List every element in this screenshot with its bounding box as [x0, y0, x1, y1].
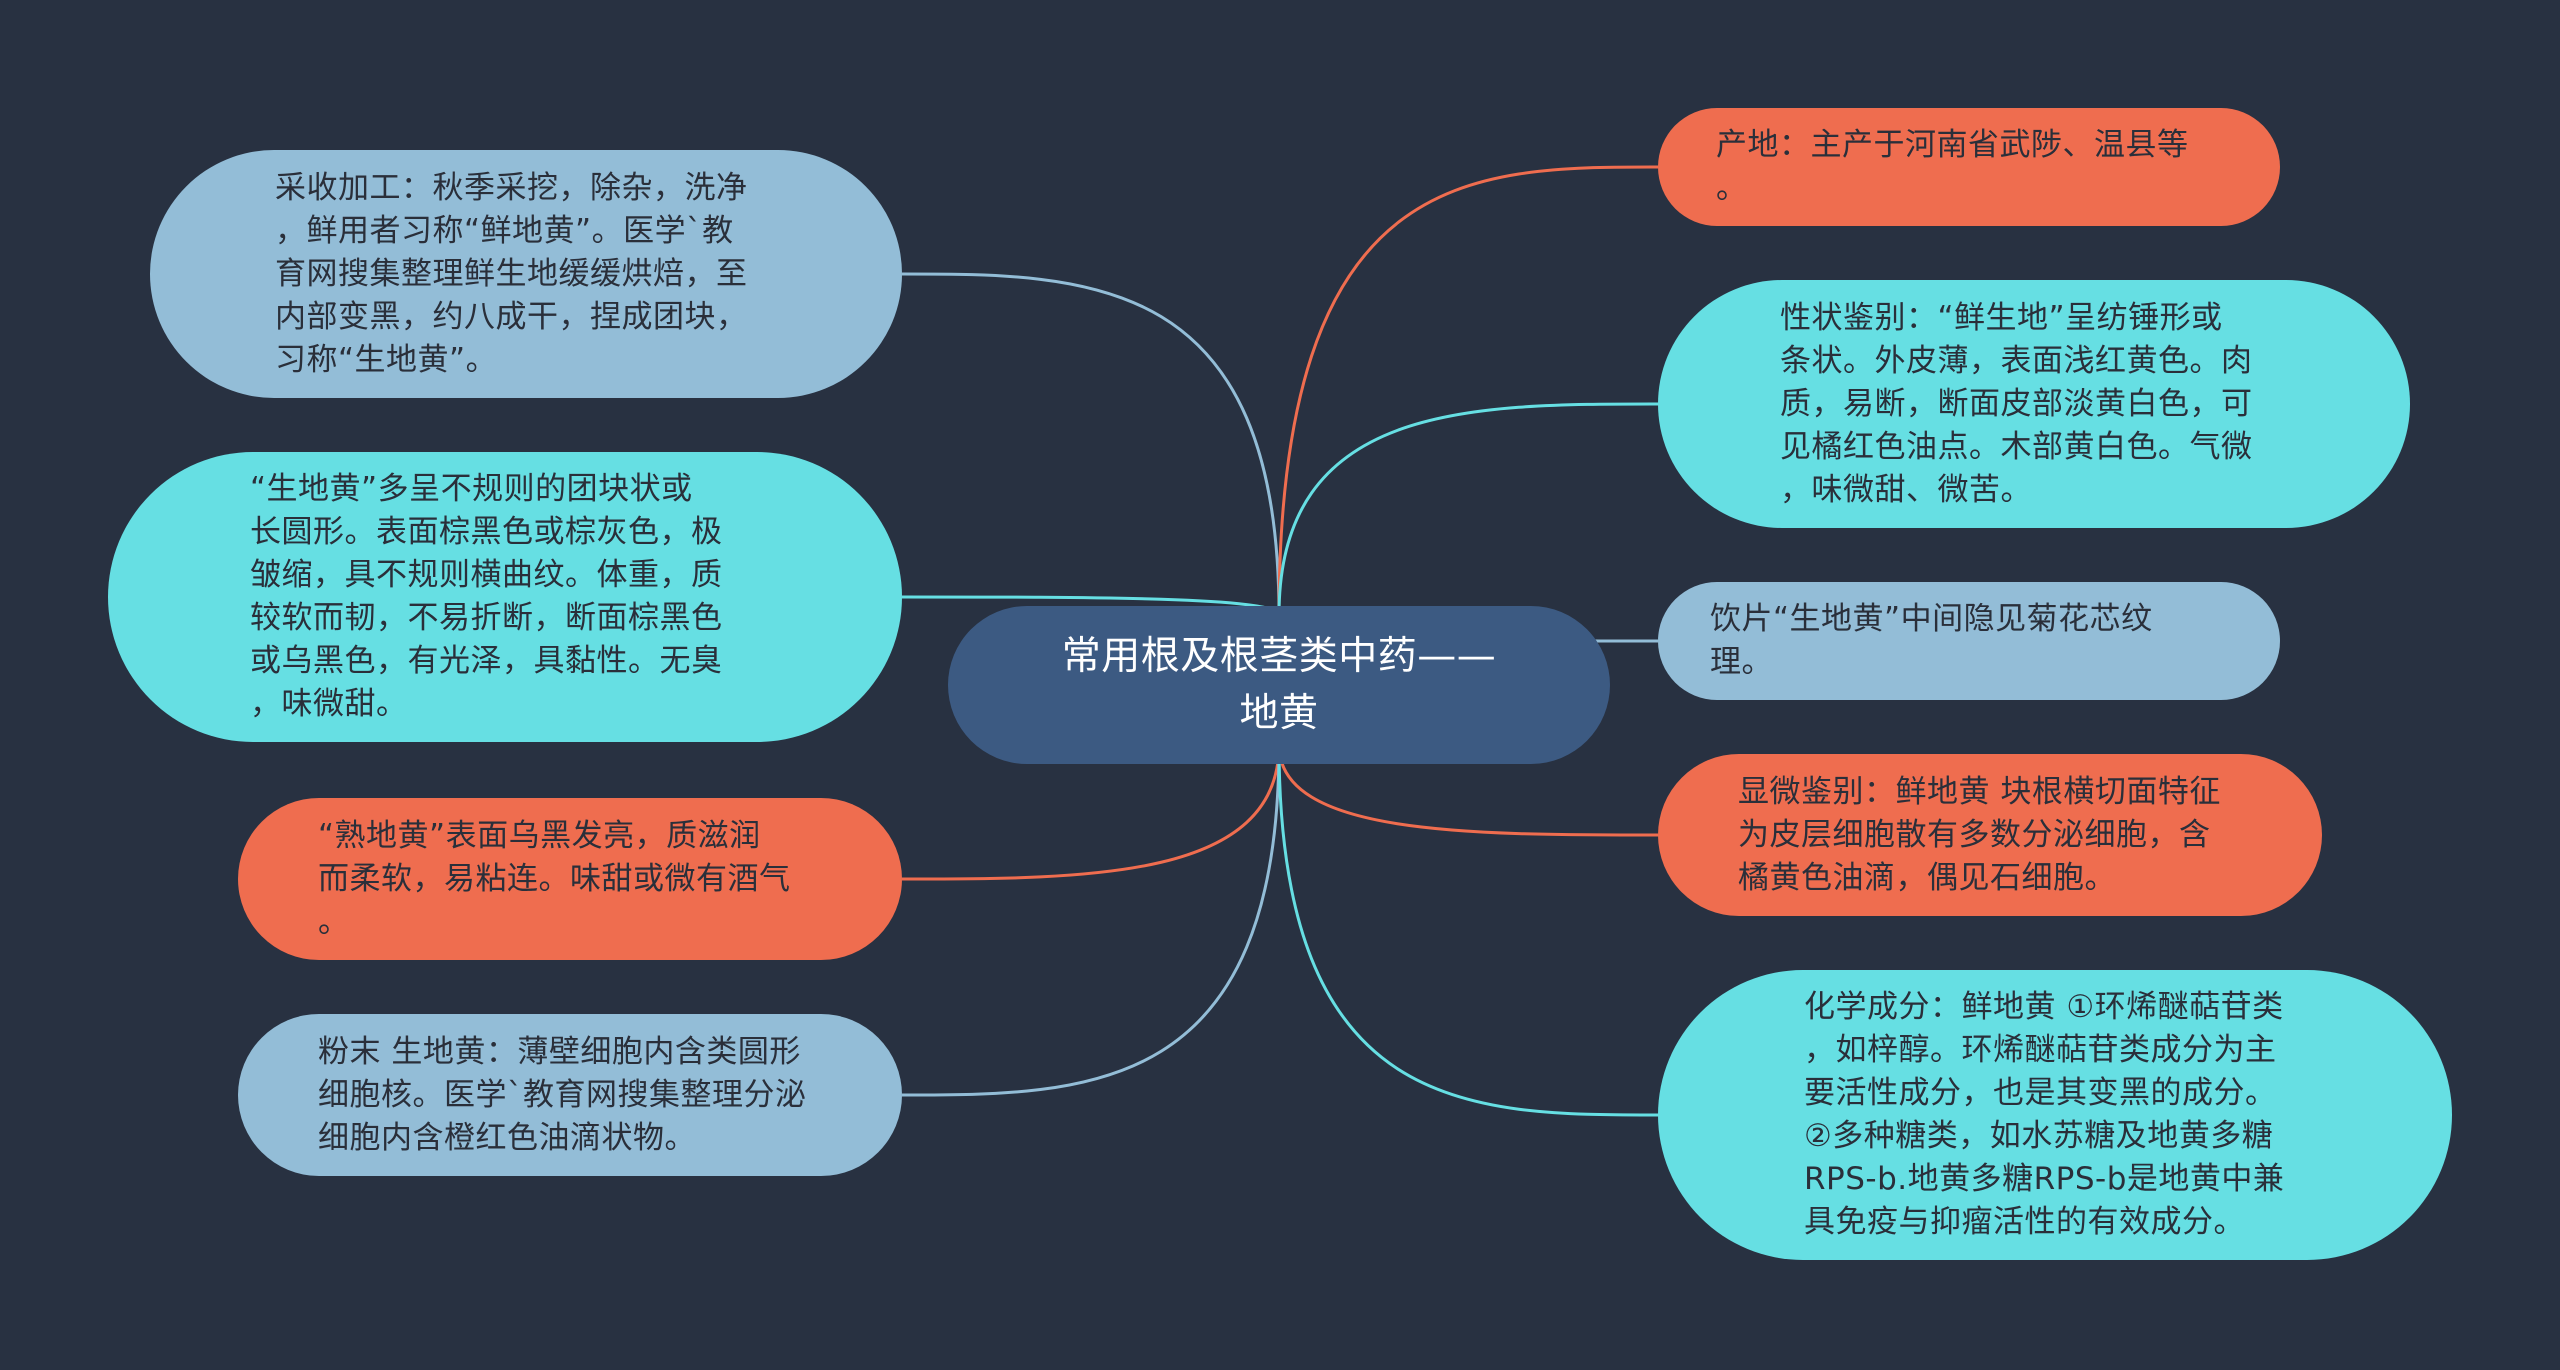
connector-r5 [1277, 744, 1659, 1117]
connector-l1 [901, 272, 1281, 616]
topic-label: 产地：主产于河南省武陟、温县等 。 [1716, 127, 2189, 206]
topic-raw-rehmannia-appearance[interactable]: “生地黄”多呈不规则的团块状或 长圆形。表面棕黑色或棕灰色，极 皱缩，具不规则横… [108, 452, 902, 742]
topic-label: 显微鉴别：鲜地黄 块根横切面特征 为皮层细胞散有多数分泌细胞，含 橘黄色油滴，偶… [1738, 773, 2221, 896]
root-topic[interactable]: 常用根及根茎类中药—— 地黄 [948, 606, 1610, 764]
topic-label: “生地黄”多呈不规则的团块状或 长圆形。表面棕黑色或棕灰色，极 皱缩，具不规则横… [250, 471, 723, 722]
topic-origin[interactable]: 产地：主产于河南省武陟、温县等 。 [1658, 108, 2280, 226]
topic-prepared-rehmannia[interactable]: “熟地黄”表面乌黑发亮，质滋润 而柔软，易粘连。味甜或微有酒气 。 [238, 798, 902, 960]
connector-r1 [1277, 165, 1659, 616]
topic-label: 性状鉴别：“鲜生地”呈纺锤形或 条状。外皮薄，表面浅红黄色。肉 质，易断，断面皮… [1780, 299, 2253, 508]
topic-slices[interactable]: 饮片“生地黄”中间隐见菊花芯纹 理。 [1658, 582, 2280, 700]
connector-r2 [1277, 402, 1659, 616]
topic-label: 粉末 生地黄：薄壁细胞内含类圆形 细胞核。医学`教育网搜集整理分泌 细胞内含橙红… [318, 1033, 807, 1156]
topic-label: 采收加工：秋季采挖，除杂，洗净 ，鲜用者习称“鲜地黄”。医学`教 育网搜集整理鲜… [275, 169, 748, 378]
topic-powder[interactable]: 粉末 生地黄：薄壁细胞内含类圆形 细胞核。医学`教育网搜集整理分泌 细胞内含橙红… [238, 1014, 902, 1176]
topic-label: “熟地黄”表面乌黑发亮，质滋润 而柔软，易粘连。味甜或微有酒气 。 [318, 817, 791, 940]
topic-harvest-processing[interactable]: 采收加工：秋季采挖，除杂，洗净 ，鲜用者习称“鲜地黄”。医学`教 育网搜集整理鲜… [150, 150, 902, 398]
topic-character-identification[interactable]: 性状鉴别：“鲜生地”呈纺锤形或 条状。外皮薄，表面浅红黄色。肉 质，易断，断面皮… [1658, 280, 2410, 528]
connector-l4 [901, 744, 1281, 1097]
root-topic-label: 常用根及根茎类中药—— 地黄 [1061, 634, 1497, 736]
connector-l3 [901, 744, 1281, 881]
topic-chemical-constituents[interactable]: 化学成分：鲜地黄 ①环烯醚萜苷类 ，如梓醇。环烯醚萜苷类成分为主 要活性成分，也… [1658, 970, 2452, 1260]
topic-microscopic-identification[interactable]: 显微鉴别：鲜地黄 块根横切面特征 为皮层细胞散有多数分泌细胞，含 橘黄色油滴，偶… [1658, 754, 2322, 916]
topic-label: 饮片“生地黄”中间隐见菊花芯纹 理。 [1710, 601, 2153, 680]
topic-label: 化学成分：鲜地黄 ①环烯醚萜苷类 ，如梓醇。环烯醚萜苷类成分为主 要活性成分，也… [1804, 989, 2285, 1240]
connector-r4 [1277, 744, 1659, 837]
